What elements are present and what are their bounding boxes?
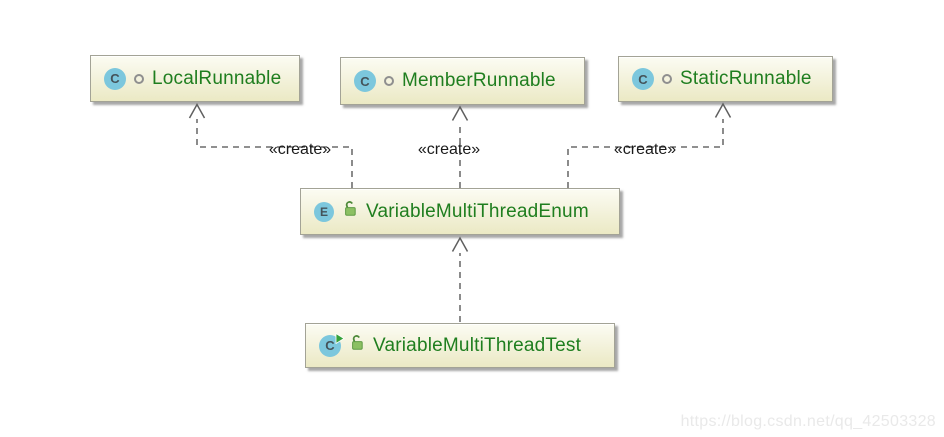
public-lock-icon — [349, 334, 365, 356]
arrowhead-enum — [451, 236, 469, 252]
class-icon: C — [104, 67, 126, 90]
edge-enum-to-localrunnable[interactable] — [188, 102, 353, 189]
edge-label-create-middle: «create» — [417, 141, 481, 158]
class-node-staticrunnable[interactable]: C StaticRunnable — [618, 56, 833, 102]
class-node-localrunnable[interactable]: C LocalRunnable — [90, 55, 300, 102]
class-name: LocalRunnable — [152, 67, 282, 89]
enum-name: VariableMultiThreadEnum — [366, 200, 589, 222]
run-main-icon — [335, 332, 345, 347]
edge-enum-to-staticrunnable[interactable] — [567, 102, 732, 188]
arrowhead-memberrunnable — [451, 105, 469, 121]
package-local-icon — [134, 73, 144, 84]
package-local-icon — [384, 76, 394, 86]
edge-enum-to-memberrunnable[interactable] — [451, 105, 469, 188]
enum-node-variablemultithreadenum[interactable]: E VariableMultiThreadEnum — [300, 188, 620, 235]
edge-label-create-left: «create» — [268, 141, 332, 158]
watermark-text: https://blog.csdn.net/qq_42503328 — [680, 413, 936, 430]
runnable-class-icon: C — [319, 332, 345, 357]
edge-label-create-right: «create» — [613, 141, 677, 158]
class-name: VariableMultiThreadTest — [373, 334, 582, 356]
arrowhead-staticrunnable — [714, 102, 732, 118]
class-icon: C — [632, 68, 654, 90]
class-icon: C — [354, 70, 376, 92]
class-name: MemberRunnable — [402, 70, 556, 91]
arrowhead-localrunnable — [188, 102, 206, 119]
package-local-icon — [662, 74, 672, 84]
edge-test-to-enum[interactable] — [451, 236, 469, 322]
class-node-variablemultithreadtest[interactable]: C VariableMultiThreadTest — [305, 323, 615, 368]
public-lock-icon — [342, 200, 358, 222]
class-name: StaticRunnable — [680, 68, 812, 89]
class-node-memberrunnable[interactable]: C MemberRunnable — [340, 57, 585, 105]
enum-icon: E — [314, 201, 334, 222]
